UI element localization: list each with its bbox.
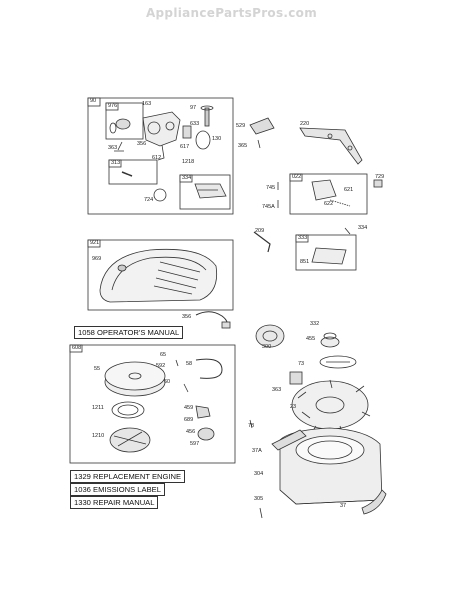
- governor-linkage: [249, 117, 383, 271]
- callout-969: 969: [92, 256, 102, 262]
- air-filter-box: [87, 239, 234, 311]
- callout-300: 300: [262, 344, 272, 350]
- callout-37a: 37A: [252, 448, 262, 454]
- callout-1211: 1211: [92, 405, 104, 411]
- callout-689: 689: [184, 417, 194, 423]
- callout-621: 621: [344, 187, 354, 193]
- callout-90: 90: [90, 98, 97, 104]
- callout-334: 334: [182, 175, 192, 181]
- callout-37: 37: [340, 503, 347, 509]
- callout-455: 455: [306, 336, 316, 342]
- callout-356: 356: [182, 314, 192, 320]
- callout-851: 851: [300, 259, 310, 265]
- callout-363: 363: [108, 145, 118, 151]
- callout-163: 163: [142, 101, 152, 107]
- callout-209: 209: [255, 228, 265, 234]
- callout-305: 305: [254, 496, 264, 502]
- operators-manual-label: 1058 OPERATOR'S MANUAL: [74, 326, 184, 339]
- callout-78: 78: [248, 423, 255, 429]
- callout-608: 608: [72, 345, 82, 351]
- callout-55: 55: [94, 366, 101, 372]
- carburetor-body: [109, 105, 227, 202]
- callout-1210: 1210: [92, 433, 105, 439]
- callout-745: 745: [266, 185, 276, 191]
- callout-60: 60: [164, 379, 171, 385]
- callout-745a: 745A: [262, 204, 275, 210]
- callout-23: 23: [290, 404, 297, 410]
- callout-724: 724: [144, 197, 154, 203]
- callout-592: 592: [156, 363, 166, 369]
- callout-313: 313: [111, 160, 121, 166]
- callout-97: 97: [190, 105, 197, 111]
- callout-333: 333: [298, 235, 308, 241]
- callout-73: 73: [298, 361, 305, 367]
- blower-housing: [249, 419, 387, 519]
- flywheel-parts: [255, 324, 371, 433]
- callout-459: 459: [184, 405, 194, 411]
- watermark-text: AppliancePartsPros.com: [145, 6, 318, 20]
- callout-622: 622: [324, 201, 334, 207]
- callout-58: 58: [186, 361, 193, 367]
- carburetor-kit-box: [87, 97, 234, 215]
- callout-365: 365: [238, 143, 248, 149]
- callout-633: 633: [190, 121, 200, 127]
- emissions-label: 1036 EMISSIONS LABEL: [70, 483, 165, 496]
- rewind-starter-box: [69, 344, 236, 464]
- callout-456: 456: [186, 429, 196, 435]
- callout-022: 022: [292, 174, 302, 180]
- callout-65: 65: [160, 352, 167, 358]
- callout-1218: 1218: [182, 159, 195, 165]
- callout-976: 976: [108, 103, 118, 109]
- callout-334-gov: 334: [358, 225, 368, 231]
- callout-220: 220: [300, 121, 310, 127]
- replacement-engine-label: 1329 REPLACEMENT ENGINE: [70, 470, 186, 483]
- callout-597: 597: [190, 441, 200, 447]
- callout-729: 729: [375, 174, 385, 180]
- wire-harness: [195, 311, 231, 329]
- callout-612: 612: [152, 155, 162, 161]
- callout-332: 332: [310, 321, 320, 327]
- callout-363-fly: 363: [272, 387, 282, 393]
- callout-529: 529: [236, 123, 246, 129]
- callout-617: 617: [180, 144, 190, 150]
- repair-manual-label: 1330 REPAIR MANUAL: [70, 496, 159, 509]
- callout-356-carb: 356: [137, 141, 147, 147]
- callout-921: 921: [90, 240, 100, 246]
- callout-130: 130: [212, 136, 222, 142]
- callout-304: 304: [254, 471, 264, 477]
